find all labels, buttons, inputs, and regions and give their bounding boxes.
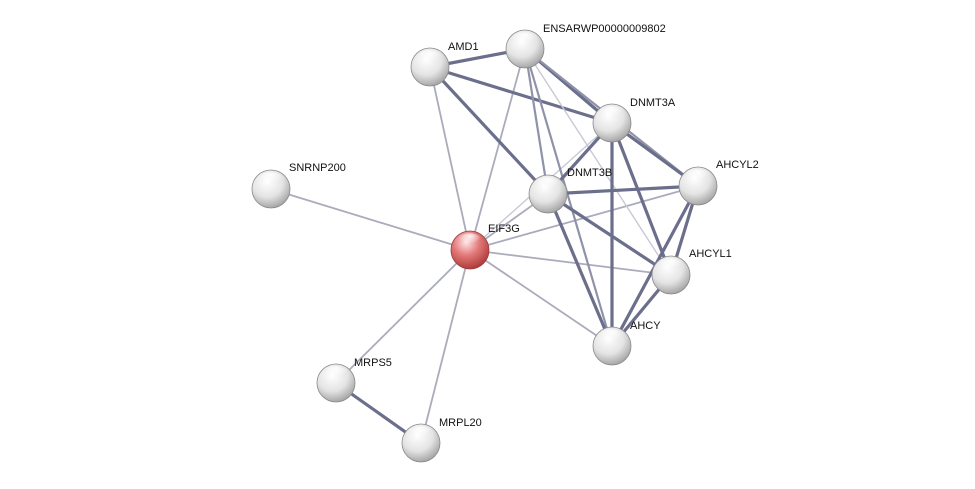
node-highlight bbox=[536, 177, 560, 192]
node-label-amd1: AMD1 bbox=[448, 41, 479, 53]
node-label-mrpl20: MRPL20 bbox=[439, 417, 482, 429]
edge-amd1-dnmt3b bbox=[428, 65, 550, 196]
node-label-ahcyl1: AHCYL1 bbox=[689, 248, 732, 260]
edge-eif3g-ahcy bbox=[469, 249, 613, 347]
edge-eif3g-snrnp200 bbox=[270, 188, 471, 251]
node-ahcyl1[interactable]: AHCYL1 bbox=[651, 248, 732, 295]
edge-eif3g-mrpl20 bbox=[420, 249, 471, 444]
node-highlight bbox=[324, 366, 348, 381]
node-highlight bbox=[458, 233, 482, 248]
node-label-ahcy: AHCY bbox=[630, 320, 661, 332]
node-highlight bbox=[409, 426, 433, 441]
edge-eif3g-amd1 bbox=[429, 66, 471, 251]
node-label-mrps5: MRPS5 bbox=[354, 357, 392, 369]
node-snrnp200[interactable]: SNRNP200 bbox=[251, 162, 346, 209]
edge-ensarwp00000009802-ahcy bbox=[523, 47, 614, 348]
node-highlight bbox=[418, 50, 442, 65]
node-highlight bbox=[600, 329, 624, 344]
edge-eif3g-mrps5 bbox=[335, 249, 471, 384]
node-label-ensarwp00000009802: ENSARWP00000009802 bbox=[543, 23, 666, 35]
edge-dnmt3b-ahcyl2 bbox=[546, 184, 700, 196]
edge-eif3g-ensarwp00000009802 bbox=[469, 48, 526, 251]
node-highlight bbox=[259, 172, 283, 187]
node-label-eif3g: EIF3G bbox=[488, 223, 520, 235]
edge-ensarwp00000009802-dnmt3b bbox=[523, 47, 550, 196]
node-highlight bbox=[513, 32, 537, 47]
node-amd1[interactable]: AMD1 bbox=[410, 41, 479, 87]
edge-dnmt3b-ahcy bbox=[546, 192, 614, 348]
node-label-dnmt3b: DNMT3B bbox=[567, 167, 612, 179]
node-highlight bbox=[686, 169, 710, 184]
edge-ensarwp00000009802-ahcyl1 bbox=[524, 48, 672, 276]
node-label-snrnp200: SNRNP200 bbox=[289, 162, 346, 174]
node-highlight bbox=[600, 106, 624, 121]
node-ahcyl2[interactable]: AHCYL2 bbox=[678, 159, 759, 206]
node-dnmt3a[interactable]: DNMT3A bbox=[592, 97, 676, 143]
node-label-ahcyl2: AHCYL2 bbox=[716, 159, 759, 171]
node-ensarwp00000009802[interactable]: ENSARWP00000009802 bbox=[505, 23, 666, 69]
edge-eif3g-ahcyl1 bbox=[469, 249, 672, 276]
node-eif3g[interactable]: EIF3G bbox=[450, 223, 520, 270]
node-highlight bbox=[659, 258, 683, 273]
node-dnmt3b[interactable]: DNMT3B bbox=[528, 167, 612, 214]
edge-dnmt3a-ahcyl1 bbox=[610, 121, 673, 277]
node-ahcy[interactable]: AHCY bbox=[592, 320, 661, 366]
edge-amd1-dnmt3a bbox=[428, 65, 614, 125]
node-mrpl20[interactable]: MRPL20 bbox=[401, 417, 482, 463]
edge-dnmt3b-ahcyl1 bbox=[546, 192, 673, 277]
node-label-dnmt3a: DNMT3A bbox=[630, 97, 676, 109]
node-mrps5[interactable]: MRPS5 bbox=[316, 357, 392, 403]
